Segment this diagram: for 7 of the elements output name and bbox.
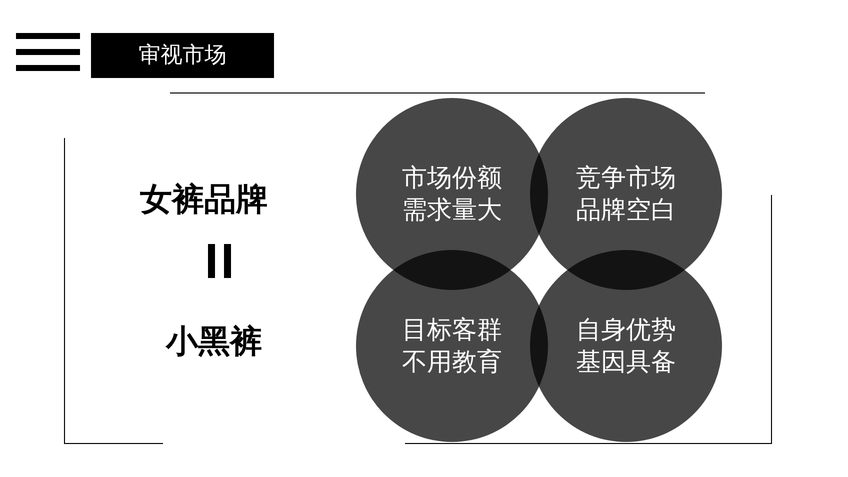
circle-text: 自身优势基因具备	[575, 314, 677, 378]
side-label: 小黑裤	[166, 321, 262, 362]
circle-text: 市场份额需求量大	[401, 162, 503, 226]
title-banner: 审视市场	[91, 33, 274, 78]
circle-text: 竞争市场品牌空白	[575, 162, 677, 226]
side-label: 女裤品牌	[140, 179, 268, 220]
circle-text: 目标客群不用教育	[401, 314, 503, 378]
